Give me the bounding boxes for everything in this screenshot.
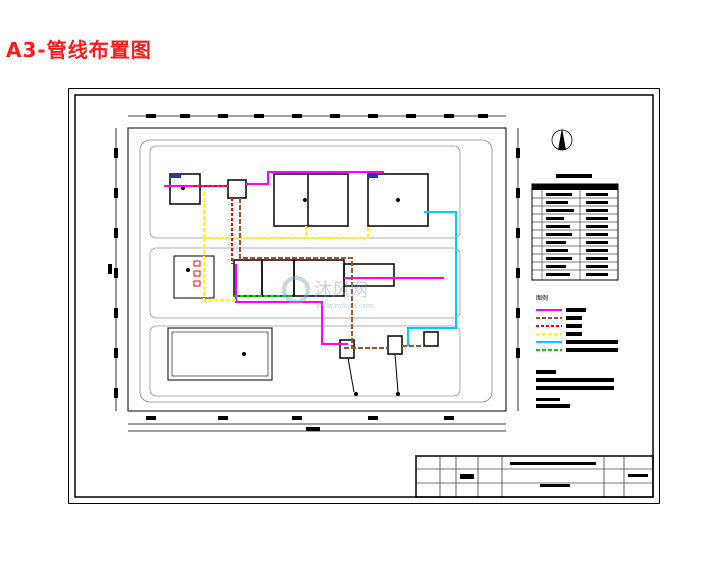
pipe-magenta	[164, 171, 444, 345]
pipe-black	[347, 353, 399, 393]
page-title: A3-管线布置图	[6, 38, 152, 62]
notes	[536, 370, 614, 408]
buildings	[167, 173, 439, 381]
drawing-sheet: 图例	[68, 88, 660, 504]
dimension-tick-blocks	[108, 114, 520, 431]
inner-frame	[74, 94, 654, 498]
watermark-logo-icon: 沐风网 www.mfcad.com	[282, 276, 374, 310]
block-top	[149, 145, 461, 239]
dimension-lines	[115, 115, 519, 432]
block-bottom	[149, 325, 461, 397]
watermark-url: www.mfcad.com	[316, 302, 374, 310]
watermark-text: 沐风网	[314, 280, 368, 301]
legend: 图例	[536, 294, 618, 352]
schedule-table	[531, 174, 619, 281]
outer-frame	[68, 88, 660, 504]
pipe-brown	[239, 198, 424, 349]
title-block	[415, 455, 654, 498]
building-markers	[171, 174, 400, 396]
pipe-cyan	[407, 211, 457, 346]
site-boundary	[127, 127, 507, 412]
north-arrow-icon	[551, 128, 573, 151]
legend-heading: 图例	[536, 294, 548, 302]
pipe-yellow	[203, 192, 369, 301]
pipe-red-dash	[194, 185, 233, 264]
block-middle	[149, 247, 461, 319]
site-road	[139, 139, 493, 403]
